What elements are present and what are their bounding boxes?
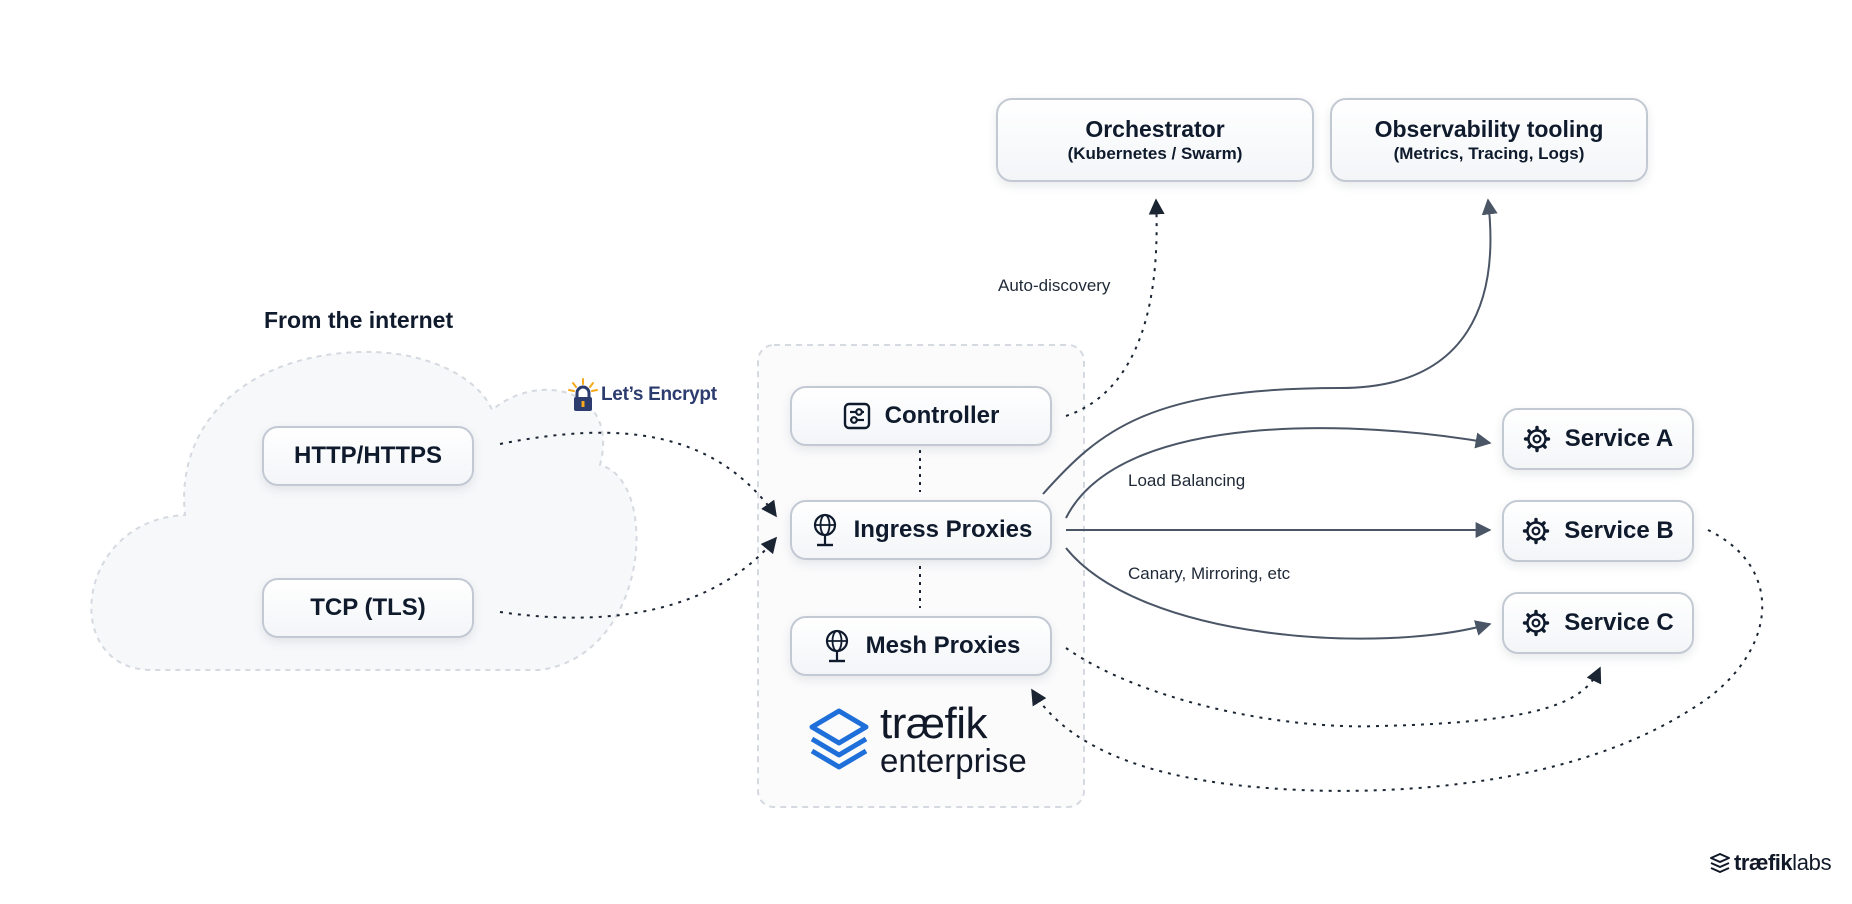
observability-subtitle: (Metrics, Tracing, Logs) [1393, 144, 1585, 163]
service-c-label: Service C [1564, 609, 1674, 636]
traefik-layers-icon [809, 708, 869, 770]
traefik-wordmark: træfik enterprise [880, 699, 1027, 779]
canary-mirroring-label: Canary, Mirroring, etc [1128, 564, 1291, 583]
globe-stand-icon [810, 512, 840, 548]
ingress-to-service-c-edge [1065, 547, 1492, 640]
gear-icon [1523, 425, 1551, 453]
sliders-icon [843, 402, 871, 430]
tcp-to-ingress-edge [499, 536, 778, 619]
load-balancing-label: Load Balancing [1128, 471, 1246, 490]
http-https-label: HTTP/HTTPS [294, 442, 442, 469]
http-to-ingress-edge [499, 431, 777, 518]
traefik-enterprise-logo: træfik enterprise [806, 699, 1027, 779]
service-b-node: Service B [1502, 500, 1694, 562]
http-https-node: HTTP/HTTPS [262, 426, 474, 486]
traefiklabs-word-bold: træfik [1734, 850, 1793, 875]
orchestrator-subtitle: (Kubernetes / Swarm) [1067, 144, 1243, 163]
tcp-tls-node: TCP (TLS) [262, 578, 474, 638]
service-a-label: Service A [1564, 425, 1674, 452]
observability-node: Observability tooling (Metrics, Tracing,… [1330, 98, 1648, 182]
controller-label: Controller [884, 402, 1000, 429]
internet-section-title: From the internet [264, 307, 454, 333]
service-b-to-mesh-edge [1031, 529, 1764, 792]
ingress-to-observability-edge [1042, 198, 1498, 495]
traefiklabs-mark-icon [1710, 853, 1730, 873]
controller-node: Controller [790, 386, 1052, 446]
mesh-to-service-c-edge [1065, 647, 1602, 728]
lets-encrypt-logo: Let’s Encrypt [568, 378, 717, 412]
tcp-tls-label: TCP (TLS) [310, 594, 426, 621]
service-c-node: Service C [1502, 592, 1694, 654]
service-b-label: Service B [1564, 517, 1674, 544]
internet-cloud [90, 350, 638, 671]
service-a-node: Service A [1502, 408, 1694, 470]
ingress-to-service-a-edge [1065, 427, 1492, 519]
lets-encrypt-lock-icon [568, 378, 598, 411]
ingress-proxies-node: Ingress Proxies [790, 500, 1052, 560]
traefiklabs-word-light: labs [1792, 850, 1832, 875]
traefiklabs-logo: træfik labs [1708, 850, 1832, 876]
mesh-proxies-node: Mesh Proxies [790, 616, 1052, 676]
gear-icon [1522, 609, 1550, 637]
gear-icon [1522, 517, 1550, 545]
ingress-proxies-label: Ingress Proxies [853, 516, 1033, 543]
auto-discovery-label: Auto-discovery [998, 276, 1111, 295]
mesh-proxies-label: Mesh Proxies [865, 632, 1021, 659]
orchestrator-title: Orchestrator [1085, 116, 1225, 142]
traefik-enterprise-word: enterprise [880, 742, 1027, 779]
traefik-word: træfik [880, 699, 987, 748]
observability-title: Observability tooling [1374, 116, 1604, 142]
lets-encrypt-text: Let’s Encrypt [601, 384, 717, 405]
globe-stand-icon [822, 628, 852, 664]
orchestrator-node: Orchestrator (Kubernetes / Swarm) [996, 98, 1314, 182]
controller-to-orchestrator-edge [1065, 198, 1165, 417]
